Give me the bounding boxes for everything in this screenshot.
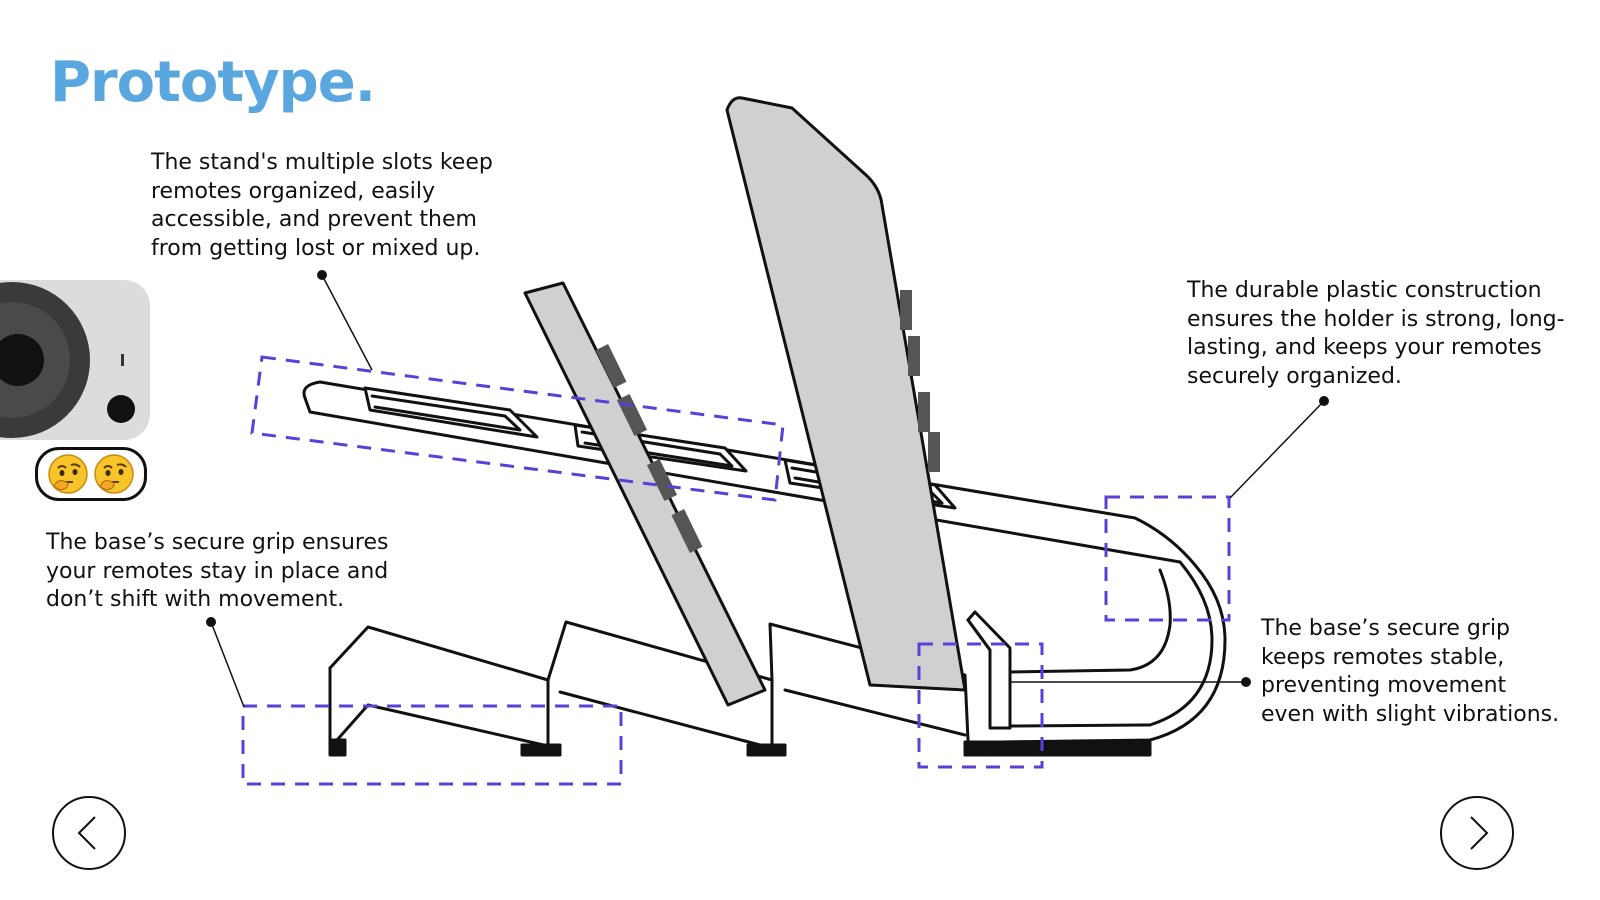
annotation-grip-right: The base’s secure grip keeps remotes sta…	[1261, 616, 1560, 727]
annotation-grip-left: The base’s secure grip ensures your remo…	[46, 530, 389, 612]
chevron-right-icon	[1470, 816, 1489, 850]
highlight-base-right	[917, 642, 1044, 769]
reaction-badge	[35, 447, 147, 501]
leader-slots	[321, 274, 373, 371]
remote-short	[523, 281, 767, 707]
highlight-base-left	[241, 704, 623, 786]
thinking-face-icon	[48, 454, 88, 494]
chevron-left-icon	[77, 816, 96, 850]
highlight-rail-curve	[1104, 495, 1231, 622]
annotation-slots: The stand's multiple slots keep remotes …	[151, 150, 493, 261]
remote-tall	[725, 96, 967, 692]
annotation-plastic: The durable plastic construction ensures…	[1187, 278, 1565, 389]
page-title: Prototype.	[50, 50, 376, 115]
webcam-overlay	[0, 280, 150, 440]
leader-plastic	[1229, 400, 1325, 499]
next-slide-button[interactable]	[1440, 796, 1514, 870]
highlight-slots	[250, 355, 785, 502]
previous-slide-button[interactable]	[52, 796, 126, 870]
thinking-face-icon	[94, 454, 134, 494]
camera-icon	[0, 282, 135, 438]
leader-grip-left	[210, 621, 245, 708]
